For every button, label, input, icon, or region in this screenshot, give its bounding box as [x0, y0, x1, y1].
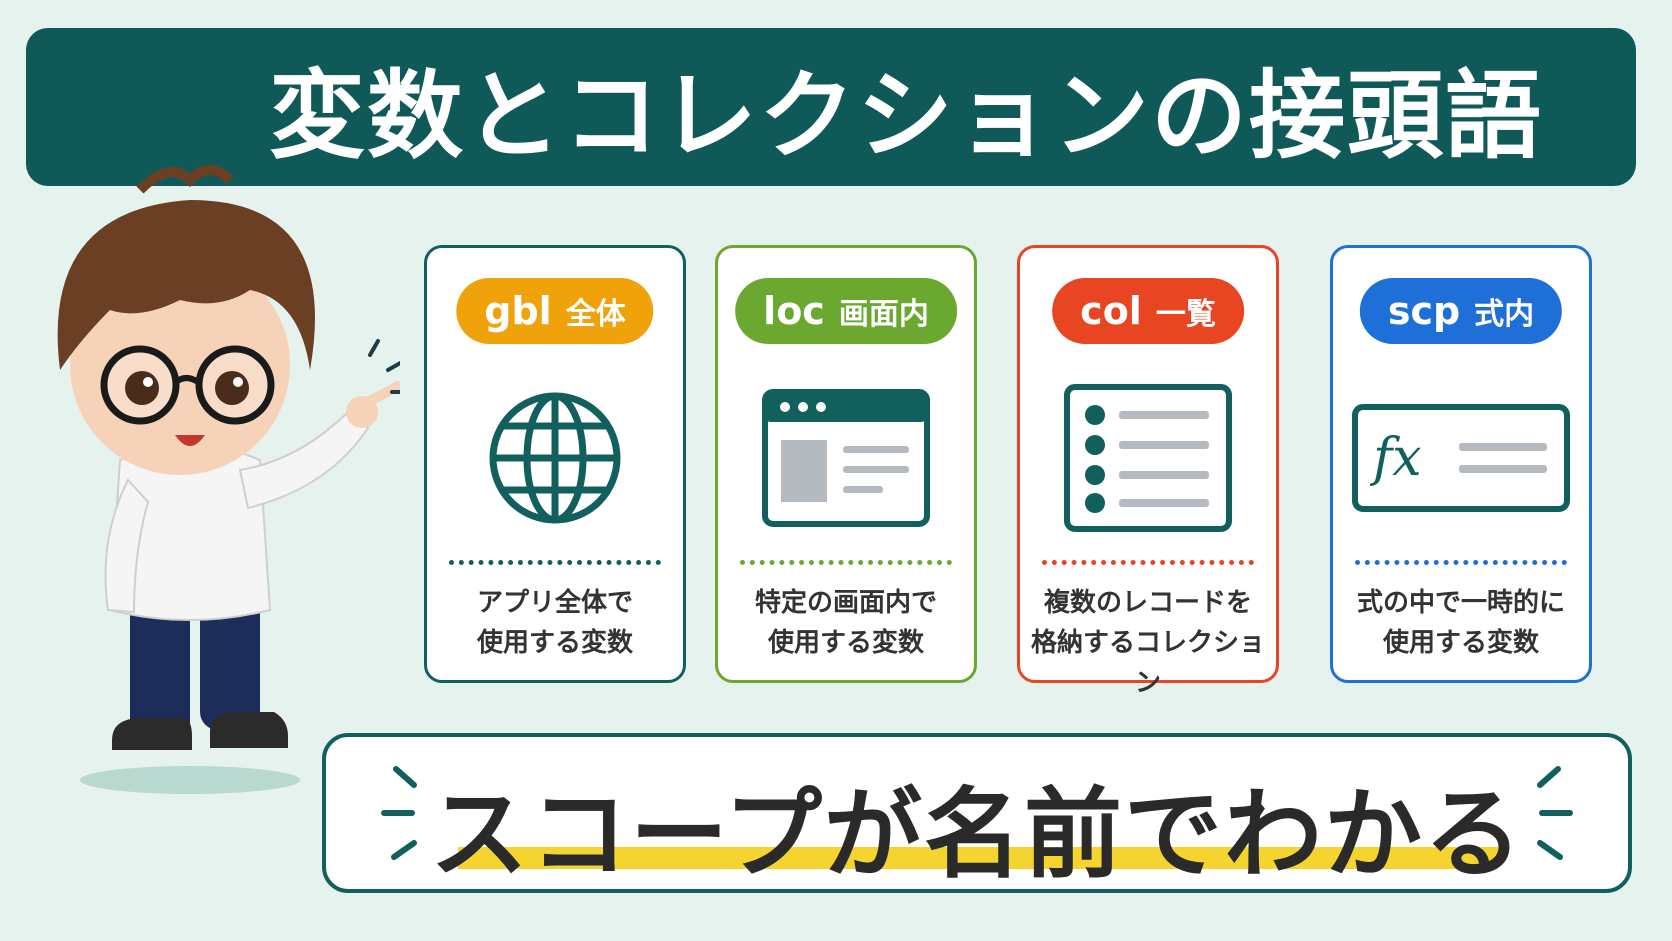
svg-text:fx: fx: [1369, 428, 1422, 488]
mascot-illustration: [57, 165, 400, 794]
page-title: 変数とコレクションの接頭語: [269, 59, 1543, 172]
prefix-card-loc: loc 画面内 特定の画面内で 使用する変数: [715, 245, 977, 683]
prefix-badge: col 一覧: [1052, 278, 1244, 344]
window-icon: [718, 378, 974, 538]
divider: [1042, 560, 1254, 565]
prefix-code: scp: [1387, 289, 1461, 333]
divider: [449, 560, 661, 565]
slogan-panel: スコープが名前でわかる: [322, 733, 1632, 893]
slogan-text: スコープが名前でわかる: [429, 778, 1525, 892]
sparkle-left-icon: [381, 766, 417, 860]
prefix-card-scp: scp 式内 fx 式の中で一時的に 使用する変数: [1330, 245, 1592, 683]
prefix-code: col: [1080, 289, 1142, 333]
prefix-code: gbl: [484, 289, 552, 333]
card-description: アプリ全体で 使用する変数: [476, 588, 633, 658]
prefix-label: 式内: [1474, 297, 1535, 332]
prefix-label: 画面内: [838, 297, 929, 332]
highlight-marker: [458, 847, 1498, 869]
prefix-badge: gbl 全体: [456, 278, 654, 344]
prefix-label: 一覧: [1155, 297, 1216, 332]
globe-icon: [427, 378, 683, 538]
prefix-badge: scp 式内: [1359, 278, 1563, 344]
sparkle-right-icon: [1537, 766, 1573, 860]
title-banner: 変数とコレクションの接頭語: [26, 28, 1636, 186]
prefix-card-gbl: gbl 全体 アプリ全体で 使用する変数: [424, 245, 686, 683]
prefix-label: 全体: [565, 297, 626, 332]
divider: [1355, 560, 1567, 565]
prefix-badge: loc 画面内: [735, 278, 957, 344]
divider: [740, 560, 952, 565]
card-description: 式の中で一時的に 使用する変数: [1356, 588, 1565, 658]
formula-icon: fx: [1333, 378, 1589, 538]
card-description: 特定の画面内で 使用する変数: [754, 588, 937, 658]
prefix-code: loc: [763, 289, 825, 333]
list-icon: [1020, 378, 1276, 538]
card-description: 複数のレコードを 格納するコレクション: [1030, 588, 1265, 698]
prefix-card-col: col 一覧 複数のレコードを 格納するコレクション: [1017, 245, 1279, 698]
